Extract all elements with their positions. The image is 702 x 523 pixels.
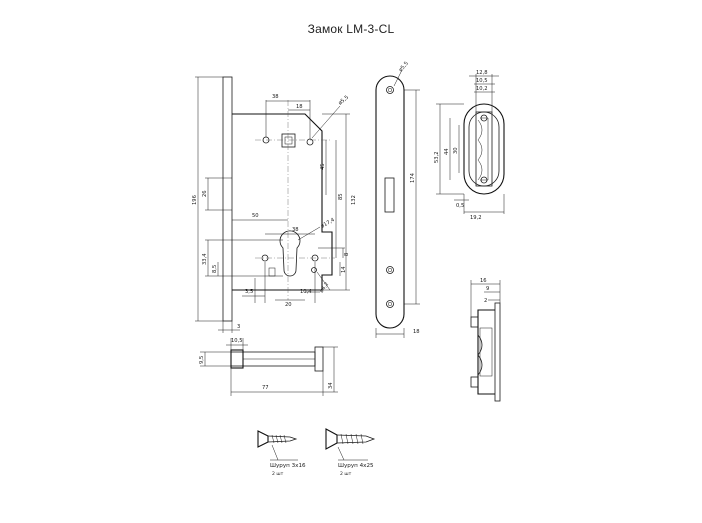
lock-body-view: 38 18 ø5,5 45 85 132 196 26 50 38 ø17,4 xyxy=(192,76,357,333)
screw-qty: 2 шт xyxy=(272,471,284,477)
faceplate-front-view: ø5,5 174 18 xyxy=(375,61,420,338)
dim-label: 10,4 xyxy=(300,289,312,295)
screw-label: Шуруп 4x25 xyxy=(338,463,374,469)
dim-label: 12,8 xyxy=(476,70,488,76)
strike-plate-view: 12,8 10,5 10,2 53,2 44 30 0,5 19,2 xyxy=(434,70,505,221)
dim-label: ø5,5 xyxy=(337,95,350,107)
dim-label: 14 xyxy=(341,266,347,273)
dim-label: 10,5 xyxy=(476,78,488,84)
dim-label: 10,5 xyxy=(231,338,243,344)
dim-label: ø5,5 xyxy=(398,61,410,74)
faceplate-outline xyxy=(375,75,405,329)
dim-label: 38 xyxy=(272,94,279,100)
dim-label: 196 xyxy=(192,195,198,205)
dim-label: 3 xyxy=(237,324,240,330)
dim-label: ø4,2 xyxy=(319,281,330,294)
dim-label: 77 xyxy=(262,385,269,391)
dim-label: 0,5 xyxy=(456,203,464,209)
faceplate-hole xyxy=(386,266,394,274)
strike-side-view: 16 9 2 xyxy=(470,278,501,402)
latch-slot xyxy=(384,177,395,213)
dim-label: 53,2 xyxy=(434,151,440,163)
dim-label: 45 xyxy=(320,163,326,170)
screw-label: Шуруп 3x16 xyxy=(270,463,306,469)
screw-qty: 2 шт xyxy=(340,471,352,477)
lock-case-outline xyxy=(232,113,333,291)
dim-label: 2 xyxy=(484,298,487,304)
dim-label: 26 xyxy=(202,190,208,197)
dim-label: 3,5 xyxy=(245,289,253,295)
dim-label: 8 xyxy=(344,253,350,256)
dim-label: 9 xyxy=(486,286,489,292)
dim-label: 38 xyxy=(292,227,299,233)
follower-square-hole xyxy=(281,133,296,148)
strike-screw-hole xyxy=(480,176,488,184)
screw-4x25: Шуруп 4x25 2 шт xyxy=(325,428,376,477)
dim-label: 34 xyxy=(328,382,334,389)
dim-label: 33,4 xyxy=(202,253,208,265)
dim-label: 9,5 xyxy=(199,356,205,364)
dim-label: 10,2 xyxy=(476,86,488,92)
dim-label: 44 xyxy=(444,148,450,155)
screw-3x16: Шуруп 3x16 2 шт xyxy=(257,430,306,477)
strike-plate-outline xyxy=(463,103,505,195)
dim-label: 20 xyxy=(285,302,292,308)
dim-label: 50 xyxy=(252,213,259,219)
strike-screw-hole xyxy=(480,114,488,122)
dim-label: 16 xyxy=(480,278,487,284)
dim-label: 18 xyxy=(296,104,303,110)
latch-side-view: 10,5 9,5 77 34 xyxy=(199,338,338,396)
faceplate-screw-hole xyxy=(386,300,394,308)
strike-side-plate xyxy=(494,302,501,402)
lock-faceplate-side xyxy=(222,76,233,322)
dim-label: 30 xyxy=(453,147,459,154)
dim-label: 19,2 xyxy=(470,215,482,221)
dim-label: 8,5 xyxy=(212,265,218,273)
page-title: Замок LM-3-CL xyxy=(307,22,395,36)
dim-label: 85 xyxy=(338,193,344,200)
dim-label: 132 xyxy=(351,195,357,205)
dim-label: 174 xyxy=(410,172,416,183)
faceplate-screw-hole xyxy=(386,86,394,94)
cylinder-cutout xyxy=(279,230,301,277)
dim-label: 18 xyxy=(413,329,420,335)
